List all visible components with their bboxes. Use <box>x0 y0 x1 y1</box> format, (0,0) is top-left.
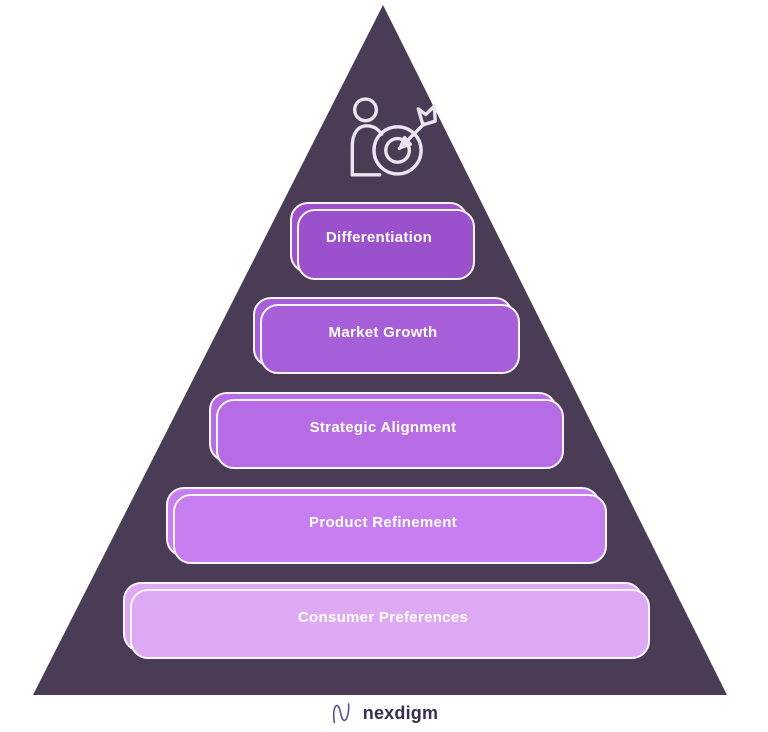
person-target-arrow-strokes <box>350 97 437 177</box>
pyramid-level-label: Product Refinement <box>309 513 457 531</box>
pyramid-level-strategic-alignment: Strategic Alignment <box>209 392 557 462</box>
pyramid-level-label: Differentiation <box>325 229 433 246</box>
target-outer-ring-icon <box>372 125 423 176</box>
person-body-icon <box>350 124 384 177</box>
pyramid-level-market-growth: Market Growth <box>253 297 513 367</box>
pyramid-level-label: Strategic Alignment <box>309 418 457 436</box>
arrow-head-icon <box>398 135 412 150</box>
brand-name: nexdigm <box>362 702 439 723</box>
pyramid-level-product-refinement: Product Refinement <box>166 487 600 557</box>
pyramid-level-differentiation: Differentiation <box>290 202 468 273</box>
pyramid-level-label: Market Growth <box>328 323 438 341</box>
brand-logo: nexdigm <box>0 697 768 729</box>
person-head-icon <box>352 97 379 123</box>
arrow-fletching-icon <box>416 104 437 127</box>
pyramid-level-label: Consumer Preferences <box>297 608 469 626</box>
person-target-arrow-icon <box>350 97 437 177</box>
nexdigm-logo-icon <box>332 703 350 724</box>
target-inner-ring-icon <box>384 136 412 164</box>
nexdigm-logo-mark <box>332 703 350 724</box>
pyramid-level-consumer-preferences: Consumer Preferences <box>123 582 643 652</box>
